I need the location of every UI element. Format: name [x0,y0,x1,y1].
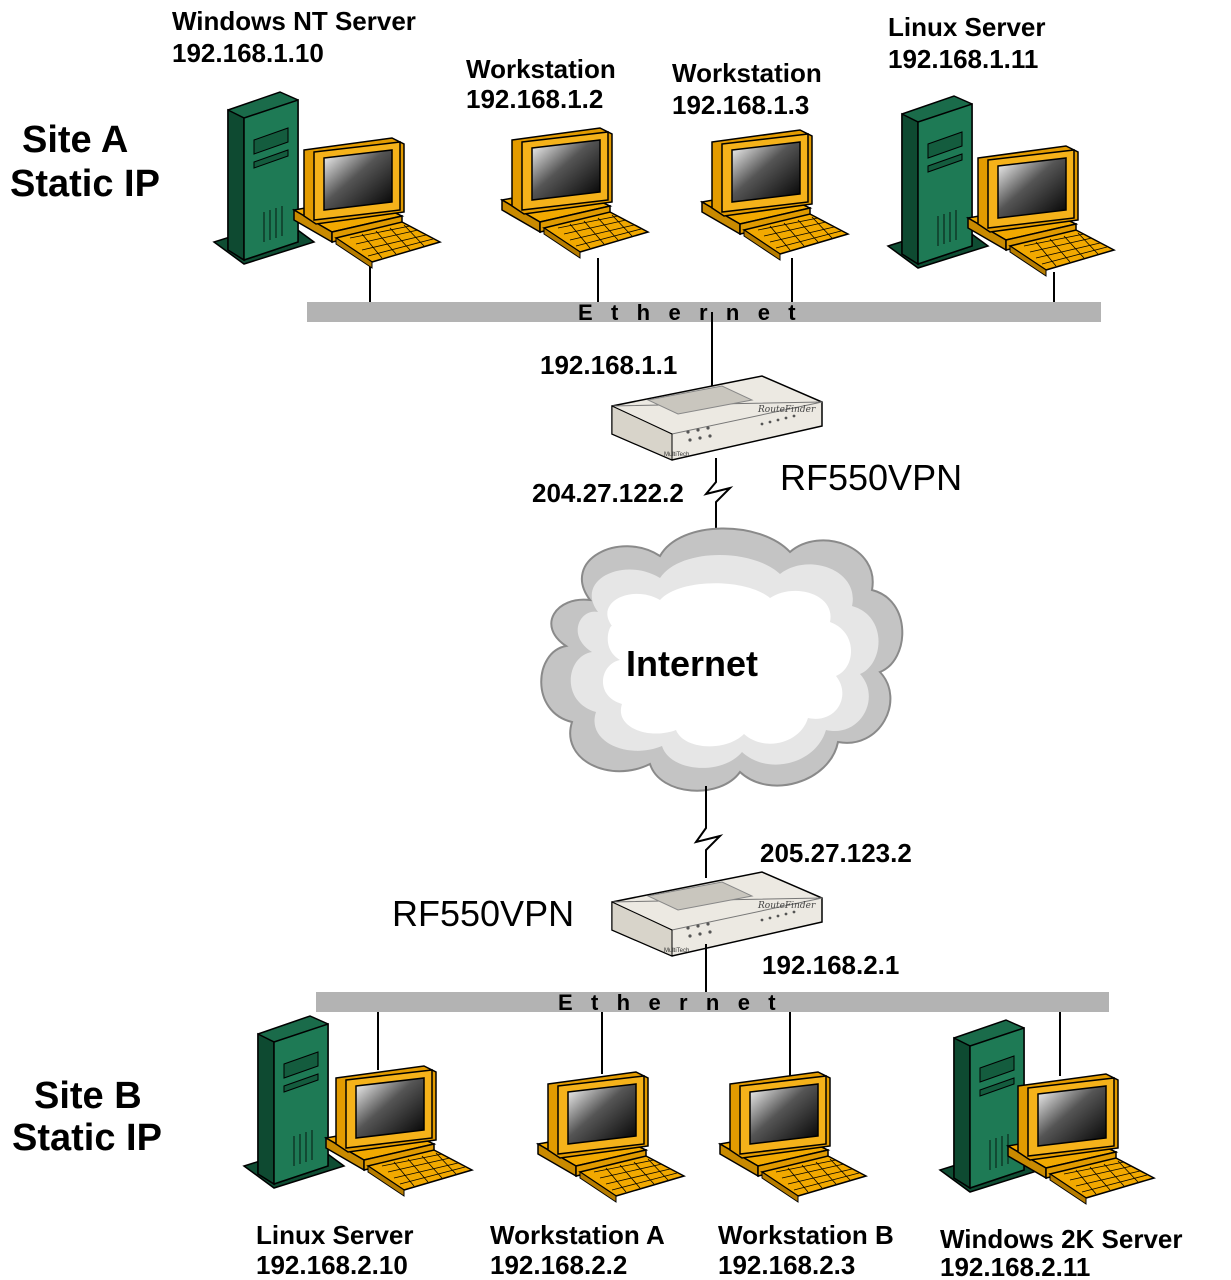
cloud-icon: Internet [540,527,904,792]
router-model-label: RF550VPN [392,893,574,934]
node-ip: 192.168.2.11 [940,1252,1090,1280]
router-wan-ip: 204.27.122.2 [532,478,684,508]
node-label: Workstation B [718,1220,894,1250]
node-label: Linux Server [888,12,1046,42]
node-ip: 192.168.1.10 [172,38,324,68]
server-icon [243,1015,473,1197]
server-icon [939,1019,1155,1205]
router-lan-ip: 192.168.1.1 [540,350,677,380]
server-icon [213,91,441,269]
node-label: Windows NT Server [172,6,416,36]
workstation-icon [719,1071,867,1203]
site-b-label: Site B [34,1075,142,1117]
router-icon [611,375,823,461]
node-label: Linux Server [256,1220,414,1250]
node-ip: 192.168.2.10 [256,1250,408,1280]
site-b: 205.27.123.2 RF550VPN 192.168.2.1 E t h … [12,786,1183,1280]
workstation-icon [701,129,849,261]
site-a-static-ip-label: Static IP [10,163,160,205]
workstation-icon [537,1071,685,1203]
node-label: Workstation [672,58,822,88]
site-a: Site A Static IP E t h e r n e t Windows… [10,6,1115,548]
node-ip: 192.168.1.11 [888,44,1038,74]
ethernet-label-b: E t h e r n e t [558,990,776,1015]
router-model-label: RF550VPN [780,457,962,498]
node-ip: 192.168.2.3 [718,1250,855,1280]
ethernet-label-a: E t h e r n e t [578,300,796,325]
node-label: Workstation [466,54,616,84]
site-b-static-ip-label: Static IP [12,1117,162,1159]
node-label: Windows 2K Server [940,1224,1183,1254]
ethernet-bus-a [307,302,1101,322]
site-a-label: Site A [22,119,128,161]
router-lan-ip: 192.168.2.1 [762,950,899,980]
node-label: Workstation A [490,1220,665,1250]
node-ip: 192.168.2.2 [490,1250,627,1280]
node-ip: 192.168.1.3 [672,90,809,120]
workstation-icon [501,127,649,259]
internet-label: Internet [626,643,758,684]
router-icon [611,871,823,957]
ethernet-bus-b [316,992,1109,1012]
router-wan-ip: 205.27.123.2 [760,838,912,868]
server-icon [887,95,1115,277]
node-ip: 192.168.1.2 [466,84,603,114]
